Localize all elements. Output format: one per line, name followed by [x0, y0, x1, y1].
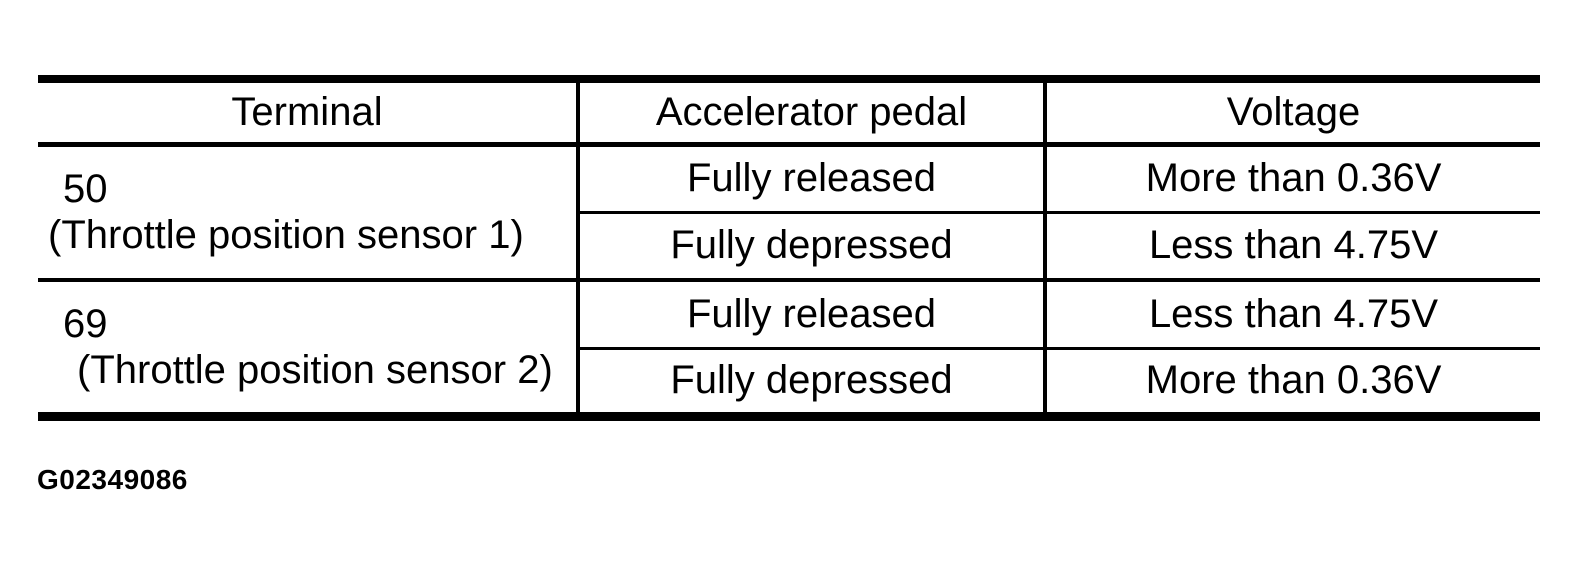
figure-id-caption: G02349086: [37, 464, 188, 495]
column-header-terminal: Terminal: [38, 79, 578, 147]
terminal-cell-sensor-1: 50 (Throttle position sensor 1): [38, 144, 578, 282]
terminal-number: 50: [63, 167, 108, 212]
voltage-spec-table: Terminal Accelerator pedal Voltage 50 (T…: [38, 75, 1540, 421]
table-row: 50 (Throttle position sensor 1) Fully re…: [38, 144, 1540, 282]
voltage-cell: More than 0.36V: [1043, 348, 1540, 416]
terminal-cell-sensor-2: 69 (Throttle position sensor 2): [38, 280, 578, 416]
terminal-note: (Throttle position sensor 2): [77, 347, 553, 392]
table-row: Fully depressed Less than 4.75V: [38, 212, 1540, 282]
spec-table: Terminal Accelerator pedal Voltage 50 (T…: [38, 75, 1540, 421]
pedal-cell: Fully released: [576, 280, 1045, 350]
header-row: Terminal Accelerator pedal Voltage: [38, 79, 1540, 147]
table-row: 69 (Throttle position sensor 2) Fully re…: [38, 280, 1540, 392]
pedal-cell: Fully released: [576, 144, 1045, 214]
voltage-cell: Less than 4.75V: [1043, 212, 1540, 282]
pedal-cell: Fully depressed: [576, 212, 1045, 282]
pedal-cell: Fully depressed: [576, 348, 1045, 416]
table-row: Fully depressed More than 0.36V: [38, 348, 1540, 416]
column-header-accelerator-pedal: Accelerator pedal: [576, 79, 1045, 147]
column-header-voltage: Voltage: [1043, 79, 1540, 147]
voltage-cell: More than 0.36V: [1043, 144, 1540, 214]
terminal-note: (Throttle position sensor 1): [48, 213, 524, 258]
terminal-number: 69: [63, 301, 108, 346]
voltage-cell: Less than 4.75V: [1043, 280, 1540, 350]
